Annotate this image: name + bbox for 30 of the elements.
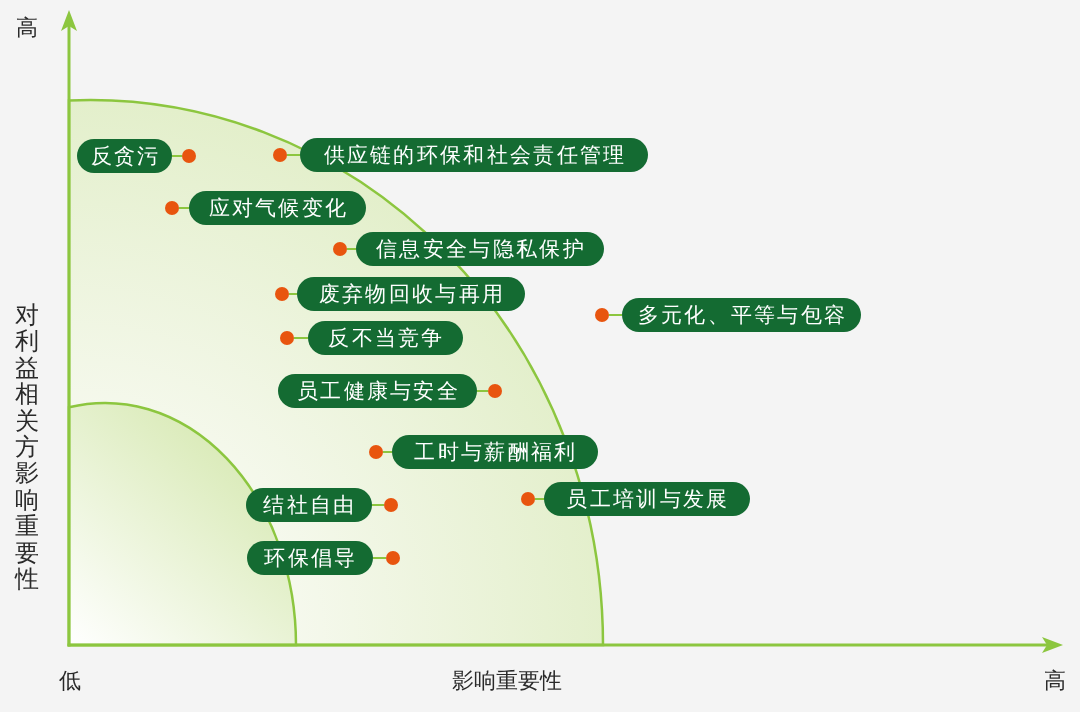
axis-high-label: 高 [16,14,38,42]
topic-pill: 供应链的环保和社会责任管理 [300,138,648,172]
topic-pill: 多元化、平等与包容 [622,298,861,332]
leader-line [178,207,190,209]
topic-pill: 信息安全与隐私保护 [356,232,604,266]
leader-line [288,293,298,295]
axis-high-label: 高 [1044,667,1066,695]
topic-pill: 员工健康与安全 [278,374,477,408]
topic-pill: 废弃物回收与再用 [297,277,525,311]
topic-pill: 工时与薪酬福利 [392,435,598,469]
leader-line [293,337,309,339]
axis-low-label: 低 [59,667,81,695]
leader-line [371,504,385,506]
leader-line [534,498,545,500]
topic-pill: 反不当竞争 [308,321,463,355]
leader-line [372,557,387,559]
leader-line [286,154,301,156]
leader-line [476,390,489,392]
x-axis-title: 影响重要性 [452,667,562,695]
leader-line [171,155,183,157]
topic-pill: 应对气候变化 [189,191,366,225]
position-dot [595,308,609,322]
topic-pill: 反贪污 [77,139,172,173]
leader-line [608,314,623,316]
leader-line [382,451,393,453]
leader-line [346,248,357,250]
y-axis-title: 对利益相关方影响重要性 [15,302,39,593]
topic-pill: 结社自由 [246,488,372,522]
topic-pill: 环保倡导 [247,541,373,575]
topic-pill: 员工培训与发展 [544,482,750,516]
